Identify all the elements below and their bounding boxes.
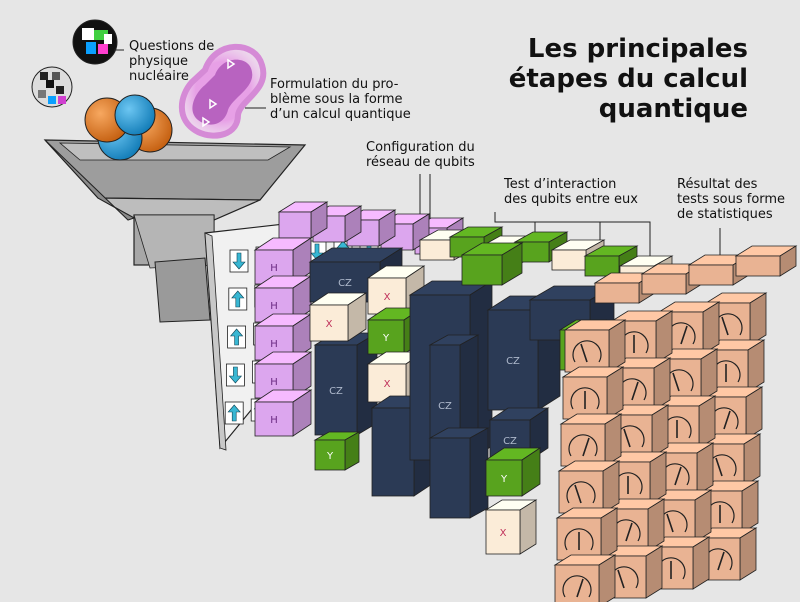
spin-up-arrow-icon — [229, 328, 244, 346]
spin-down-arrow-icon — [228, 366, 243, 384]
meter-dial-icon — [566, 481, 596, 504]
meter-needle-icon — [715, 457, 723, 477]
hadamard-top-cube — [277, 201, 329, 239]
meter-dial-icon — [568, 434, 598, 457]
measurement-dial-cube — [553, 554, 617, 602]
label-physics-questions: Questions de physique nucléaire — [129, 39, 214, 84]
meter-needle-icon — [674, 466, 682, 486]
meter-needle-icon — [580, 343, 588, 363]
meter-needle-icon — [672, 372, 680, 392]
qubit-cell — [224, 401, 244, 425]
meter-needle-icon — [576, 578, 584, 598]
label-result-line-2: tests sous forme — [677, 192, 786, 207]
meter-needle-icon — [574, 484, 582, 504]
y-gate-label: Y — [500, 474, 508, 485]
title-line-1: Les principales — [527, 34, 748, 64]
cz-gate-block-label: CZ — [329, 386, 343, 397]
hadamard-gate-label: H — [270, 263, 278, 274]
measurement-top-cube — [734, 245, 798, 277]
y-gate: Y — [484, 447, 542, 497]
title-line-3: quantique — [598, 94, 748, 124]
cz-gate-block: CZ — [313, 332, 379, 436]
y-gate-label: Y — [326, 451, 334, 462]
meter-needle-icon — [666, 513, 674, 533]
x-gate-label: X — [326, 319, 333, 330]
label-interaction-test: Test d’interaction des qubits entre eux — [504, 177, 638, 207]
y-gate — [460, 242, 524, 286]
label-physics-line-3: nucléaire — [129, 69, 189, 84]
label-configuration: Configuration du réseau de qubits — [366, 140, 475, 170]
measurement-dial-cube — [561, 366, 625, 420]
spin-up-arrow-icon — [231, 290, 245, 308]
label-result-line-3: de statistiques — [677, 207, 773, 222]
spin-up-arrow-icon — [227, 404, 241, 422]
qubit-cell — [227, 325, 247, 349]
measurement-dial-cube — [559, 413, 623, 467]
meter-needle-icon — [623, 428, 631, 448]
label-formulation-line-2: blème sous la forme — [270, 92, 403, 107]
x-gate-label: X — [384, 292, 391, 303]
qubit-interaction-grid: CZCZYXXYXCZCZCZCZYX — [308, 226, 674, 555]
cz-gate-block-label: CZ — [438, 401, 452, 412]
abstract-sphere-2 — [31, 66, 73, 108]
meter-needle-icon — [582, 437, 590, 457]
meter-needle-icon — [617, 569, 625, 589]
label-formulation: Formulation du pro- blème sous la forme … — [270, 77, 411, 122]
x-gate: X — [484, 499, 538, 555]
hadamard-gate-label: H — [270, 339, 278, 350]
y-gate-label: Y — [382, 333, 390, 344]
measurement-dial-cube — [557, 460, 621, 514]
label-formulation-line-1: Formulation du pro- — [270, 77, 399, 92]
meter-dial-icon — [570, 387, 600, 410]
measurement-dial-cube — [563, 319, 627, 373]
hadamard-gate-label: H — [270, 301, 278, 312]
measurement-grid — [553, 245, 798, 602]
label-formulation-line-3: d’un calcul quantique — [270, 107, 411, 122]
nucleon-spheres — [84, 94, 173, 161]
meter-needle-icon — [721, 316, 729, 336]
x-gate-label: X — [500, 528, 507, 539]
hadamard-gate-label: H — [270, 377, 278, 388]
abstract-sphere-1 — [72, 19, 118, 65]
x-gate: X — [308, 292, 368, 342]
label-physics-line-2: physique — [129, 54, 189, 69]
qubit-cell — [229, 249, 249, 273]
cz-gate-block-label: CZ — [503, 436, 517, 447]
meter-dial-icon — [564, 528, 594, 551]
meter-needle-icon — [631, 381, 639, 401]
measurement-dial-cube — [555, 507, 619, 561]
hadamard-gate: H — [253, 389, 313, 437]
meter-dial-icon — [562, 575, 592, 598]
meter-needle-icon — [680, 325, 688, 345]
spin-down-arrow-icon — [232, 252, 246, 270]
label-result: Résultat des tests sous forme de statist… — [677, 177, 785, 222]
qubit-cell — [228, 287, 248, 311]
label-configuration-line-1: Configuration du — [366, 140, 475, 155]
x-gate-label: X — [384, 379, 391, 390]
label-configuration-line-2: réseau de qubits — [366, 155, 475, 170]
cz-gate-block-label: CZ — [506, 356, 520, 367]
meter-needle-icon — [717, 551, 725, 571]
label-result-line-1: Résultat des — [677, 177, 758, 192]
diagram-title: Les principales étapes du calcul quantiq… — [448, 34, 748, 124]
label-test-line-1: Test d’interaction — [504, 177, 617, 192]
meter-needle-icon — [723, 410, 731, 430]
hadamard-gate-label: H — [270, 415, 278, 426]
title-line-2: étapes du calcul — [508, 64, 748, 94]
cz-gate-block — [428, 427, 490, 519]
meter-needle-icon — [625, 522, 633, 542]
cz-gate-block-label: CZ — [338, 278, 352, 289]
qubit-cell — [225, 363, 245, 387]
meter-dial-icon — [572, 340, 602, 363]
label-test-line-2: des qubits entre eux — [504, 192, 638, 207]
y-gate: Y — [313, 431, 361, 471]
molecule-glow — [178, 43, 267, 139]
label-physics-line-1: Questions de — [129, 39, 215, 54]
